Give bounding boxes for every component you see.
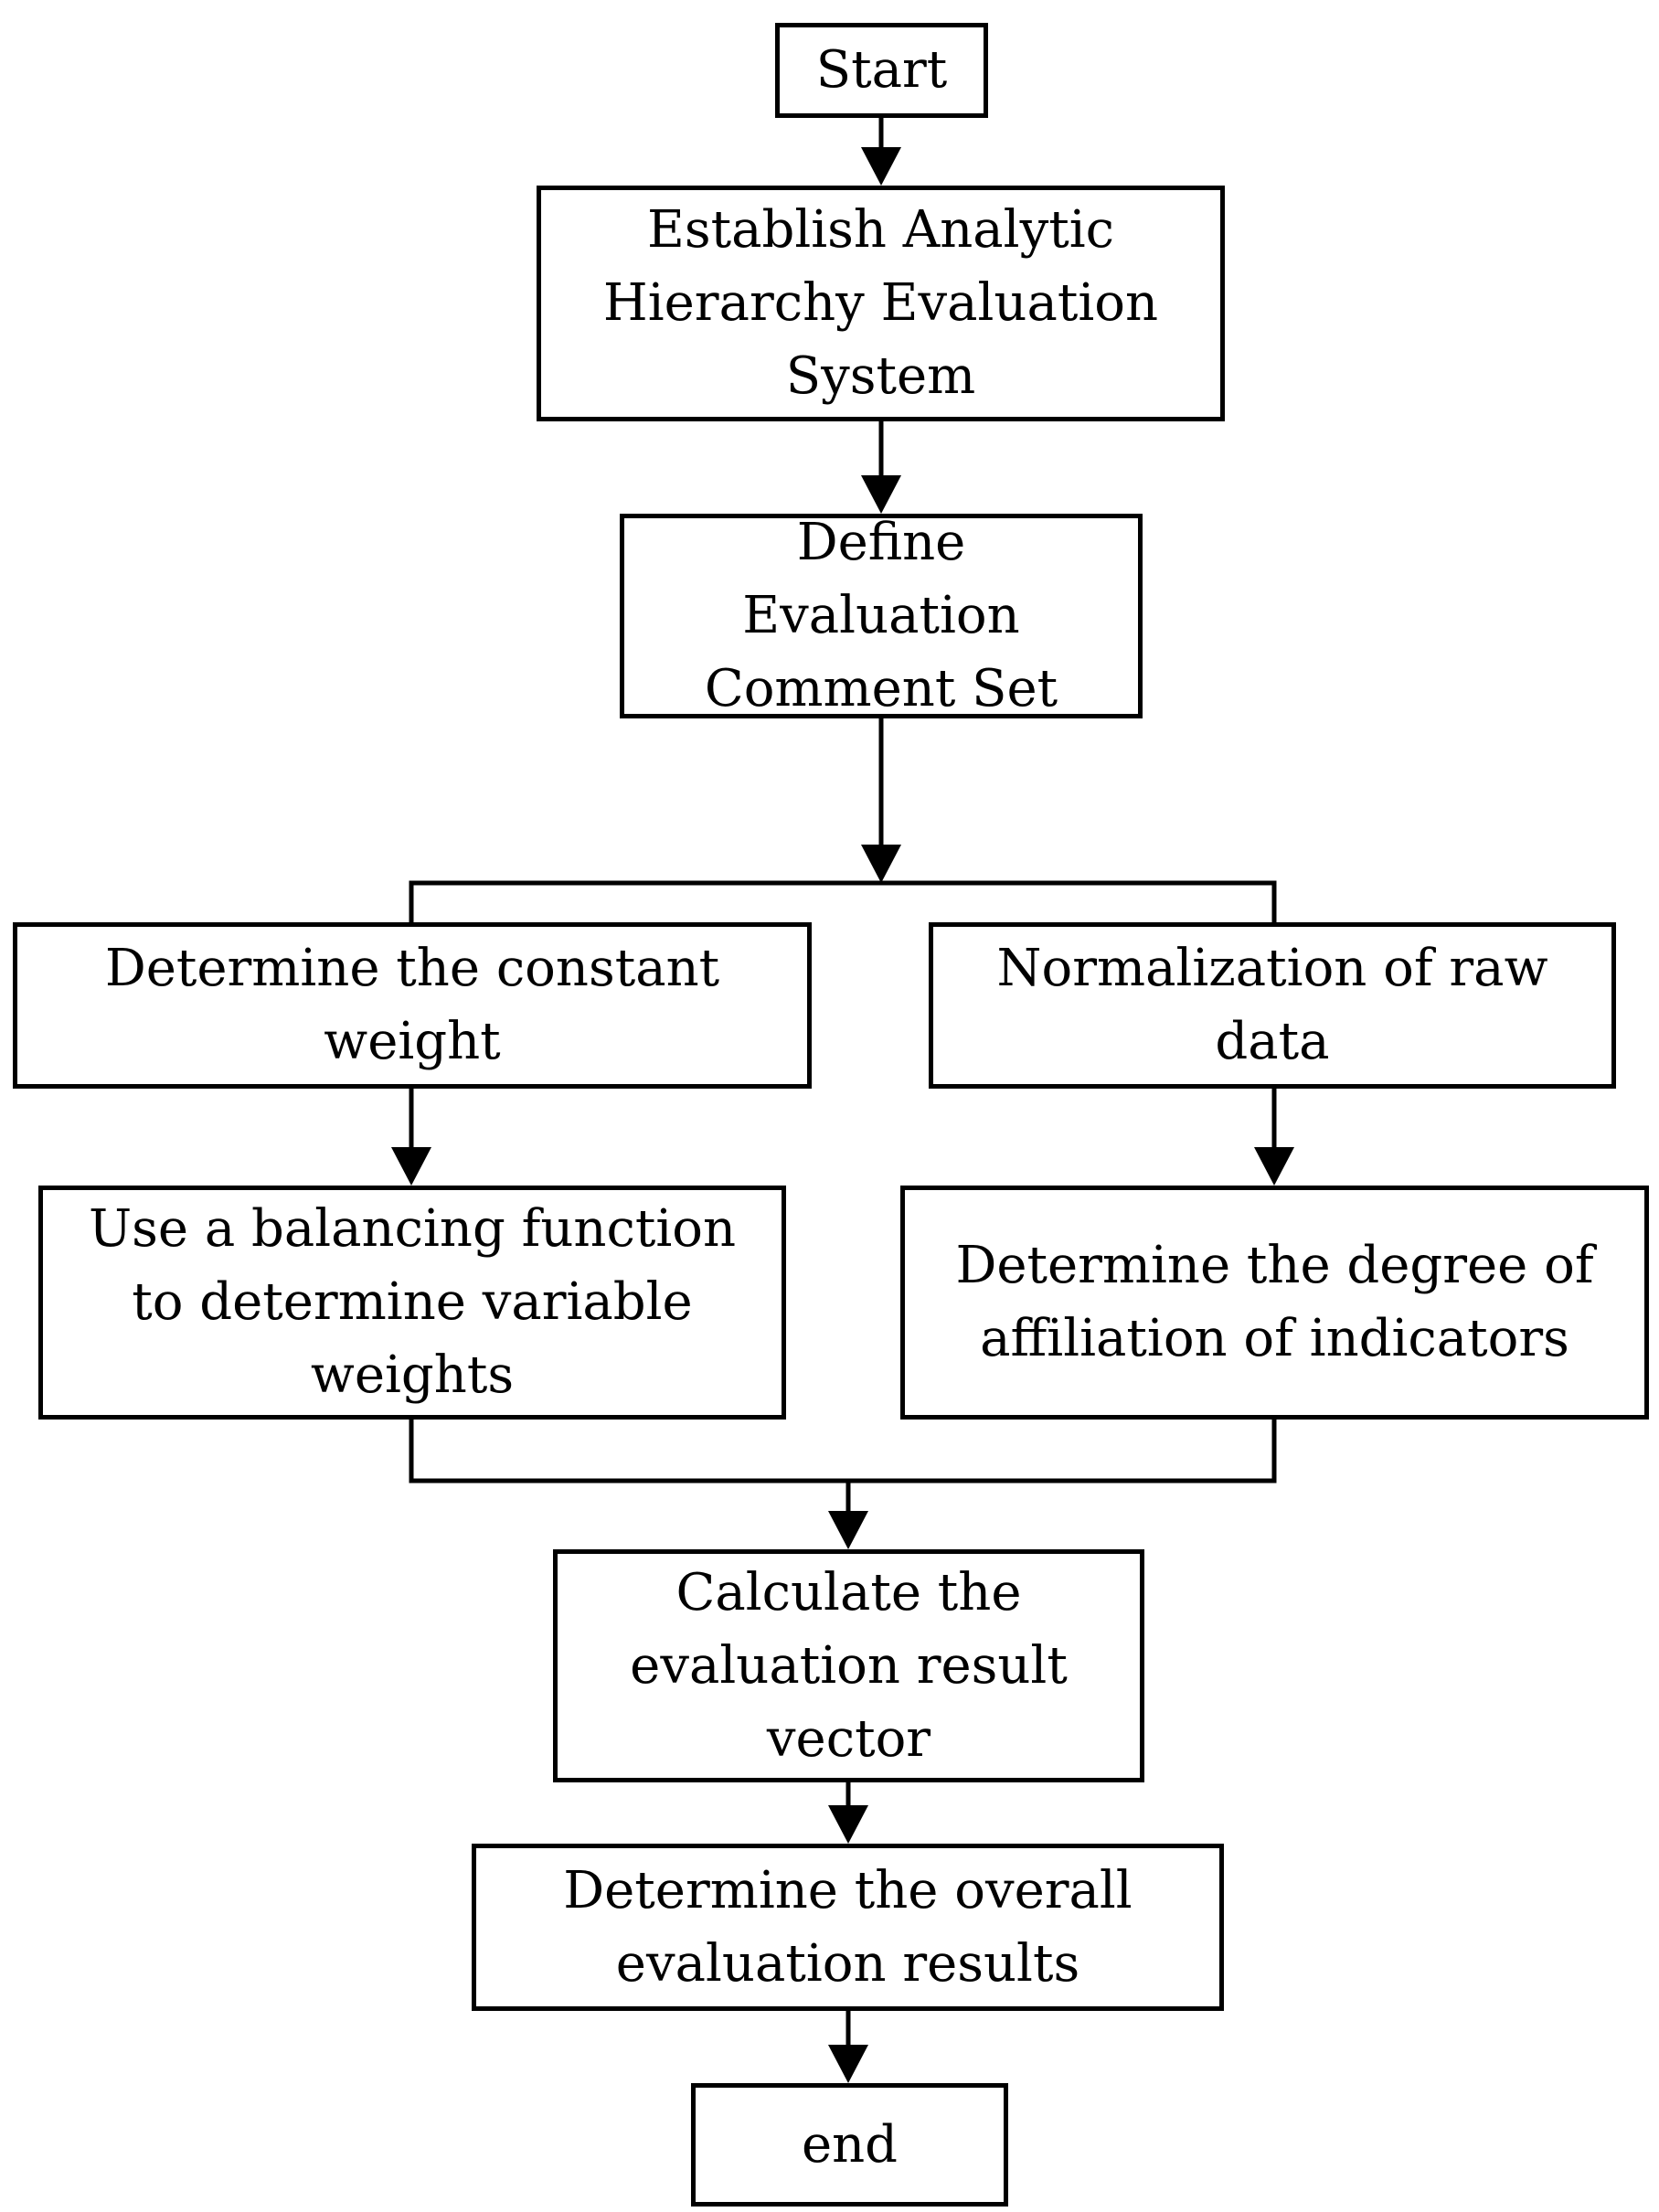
node-overall-results-label: Determine the overall evaluation results [563, 1860, 1133, 1994]
node-end-label: end [801, 2114, 899, 2175]
node-normalization: Normalization of raw data [929, 922, 1616, 1089]
node-establish-ahp-system-label: Establish Analytic Hierarchy Evaluation … [602, 200, 1159, 406]
node-overall-results: Determine the overall evaluation results [472, 1844, 1224, 2011]
arrow-ahp-to-comment-set-head [861, 475, 901, 514]
node-start-label: Start [815, 40, 948, 100]
node-start: Start [775, 23, 988, 118]
node-define-comment-set: Define Evaluation Comment Set [620, 513, 1143, 718]
split-connector [409, 880, 1277, 922]
node-result-vector: Calculate the evaluation result vector [553, 1549, 1144, 1782]
arrow-result-to-overall-head [828, 1805, 868, 1844]
node-balancing-function: Use a balancing function to determine va… [38, 1186, 786, 1420]
arrow-comment-set-to-split-head [861, 845, 901, 883]
arrow-overall-to-end-head [828, 2045, 868, 2083]
node-affiliation-degree-label: Determine the degree of affiliation of i… [955, 1236, 1594, 1368]
node-result-vector-label: Calculate the evaluation result vector [630, 1562, 1068, 1769]
arrow-normalization-to-affiliation-head [1254, 1147, 1294, 1186]
node-balancing-function-label: Use a balancing function to determine va… [88, 1199, 737, 1405]
node-define-comment-set-label: Define Evaluation Comment Set [704, 513, 1058, 718]
node-normalization-label: Normalization of raw data [996, 939, 1548, 1071]
node-constant-weight: Determine the constant weight [13, 922, 812, 1089]
arrow-start-to-ahp-head [861, 147, 901, 186]
node-end: end [691, 2083, 1008, 2207]
node-affiliation-degree: Determine the degree of affiliation of i… [900, 1186, 1649, 1420]
node-establish-ahp-system: Establish Analytic Hierarchy Evaluation … [537, 186, 1225, 421]
arrow-merge-to-result-vector-head [828, 1511, 868, 1549]
merge-connector [409, 1420, 1277, 1484]
arrow-constant-to-balancing-head [391, 1147, 431, 1186]
node-constant-weight-label: Determine the constant weight [104, 939, 720, 1071]
